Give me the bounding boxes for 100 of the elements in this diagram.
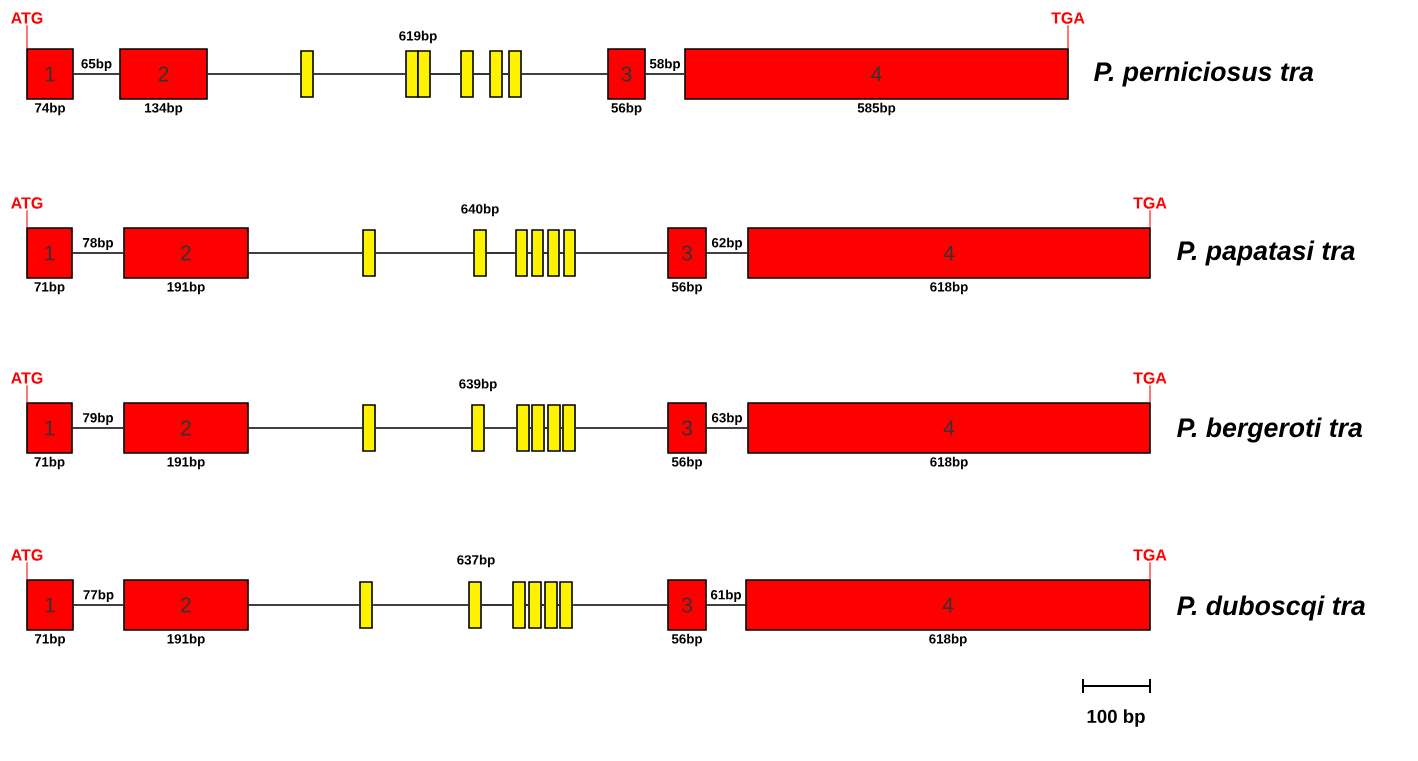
leader-line — [26, 561, 28, 580]
exon-box — [559, 581, 573, 629]
scale-label: 100 bp — [1087, 709, 1145, 727]
intron-length-label: 640bp — [461, 203, 499, 217]
length-label: 585bp — [857, 102, 896, 116]
length-label: 618bp — [929, 633, 967, 647]
leader-line — [1149, 209, 1151, 228]
species-label: P. papatasi tra — [1177, 240, 1355, 266]
intron-line — [527, 252, 532, 254]
length-label: 74bp — [35, 102, 66, 116]
intron-line — [375, 427, 472, 429]
intron-line — [372, 604, 469, 606]
exon-box: 2 — [123, 579, 249, 631]
length-label: 191bp — [167, 281, 205, 295]
intron-length-label: 639bp — [459, 378, 497, 392]
length-label: 56bp — [671, 456, 703, 470]
intron-line — [72, 427, 124, 429]
length-label: 618bp — [930, 281, 968, 295]
exon-box — [563, 229, 576, 277]
edge-label: 58bp — [648, 57, 682, 73]
intron-line — [521, 73, 608, 75]
exon-box: 4 — [684, 48, 1069, 100]
intron-line — [575, 427, 668, 429]
exon-box: 2 — [123, 402, 249, 454]
exon-box — [362, 229, 376, 277]
length-label: 191bp — [167, 633, 205, 647]
intron-line — [481, 604, 513, 606]
exon-box — [417, 50, 431, 98]
intron-line — [541, 604, 545, 606]
codon-label: TGA — [1133, 549, 1167, 561]
edge-label: 77bp — [81, 588, 116, 604]
length-label: 71bp — [34, 281, 65, 295]
exon-box: 3 — [607, 48, 646, 100]
length-label: 191bp — [167, 456, 205, 470]
species-label: P. duboscqi tra — [1177, 595, 1365, 621]
exon-box: 3 — [667, 227, 707, 279]
intron-line — [313, 73, 406, 75]
exon-box — [512, 581, 526, 629]
intron-line — [525, 604, 529, 606]
exon-box — [544, 581, 558, 629]
exon-box — [547, 404, 561, 452]
intron-line — [645, 73, 685, 75]
exon-box: 2 — [119, 48, 208, 100]
exon-box — [508, 50, 522, 98]
exon-box: 2 — [123, 227, 249, 279]
exon-box — [531, 229, 544, 277]
intron-line — [72, 252, 124, 254]
intron-line — [706, 252, 748, 254]
exon-box — [473, 229, 487, 277]
intron-line — [544, 427, 548, 429]
exon-box — [528, 581, 542, 629]
intron-line — [248, 427, 363, 429]
intron-line — [73, 604, 124, 606]
edge-label: 79bp — [81, 411, 115, 427]
exon-box — [531, 404, 545, 452]
edge-label: 63bp — [710, 411, 744, 427]
exon-box: 1 — [26, 402, 73, 454]
intron-length-label: 619bp — [399, 30, 437, 44]
exon-box — [362, 404, 376, 452]
exon-box — [460, 50, 474, 98]
species-label: P. bergeroti tra — [1177, 417, 1363, 443]
intron-line — [486, 252, 516, 254]
leader-line — [26, 24, 28, 49]
exon-box: 1 — [26, 48, 74, 100]
intron-line — [248, 252, 363, 254]
codon-label: ATG — [11, 549, 43, 561]
exon-box: 1 — [26, 227, 73, 279]
exon-box: 3 — [667, 402, 707, 454]
edge-label: 78bp — [81, 236, 115, 252]
intron-line — [375, 252, 474, 254]
exon-box — [515, 229, 528, 277]
intron-line — [543, 252, 548, 254]
leader-line — [1149, 561, 1151, 580]
intron-line — [575, 252, 668, 254]
length-label: 71bp — [34, 456, 65, 470]
exon-box — [405, 50, 419, 98]
exon-box — [468, 581, 482, 629]
exon-box — [562, 404, 576, 452]
intron-line — [502, 73, 509, 75]
codon-label: TGA — [1133, 372, 1167, 384]
exon-box: 4 — [745, 579, 1151, 631]
exon-box: 1 — [26, 579, 74, 631]
leader-line — [1149, 384, 1151, 403]
intron-line — [430, 73, 461, 75]
edge-label: 61bp — [709, 588, 743, 604]
intron-line — [572, 604, 668, 606]
codon-label: ATG — [11, 12, 43, 24]
species-label: P. perniciosus tra — [1094, 61, 1314, 87]
intron-line — [706, 427, 748, 429]
exon-box — [516, 404, 530, 452]
codon-label: TGA — [1133, 197, 1167, 209]
intron-line — [706, 604, 746, 606]
codon-label: TGA — [1051, 12, 1085, 24]
intron-line — [73, 73, 120, 75]
length-label: 618bp — [930, 456, 968, 470]
length-label: 56bp — [611, 102, 642, 116]
intron-line — [207, 73, 301, 75]
length-label: 56bp — [671, 281, 703, 295]
exon-box — [300, 50, 314, 98]
exon-box — [359, 581, 373, 629]
